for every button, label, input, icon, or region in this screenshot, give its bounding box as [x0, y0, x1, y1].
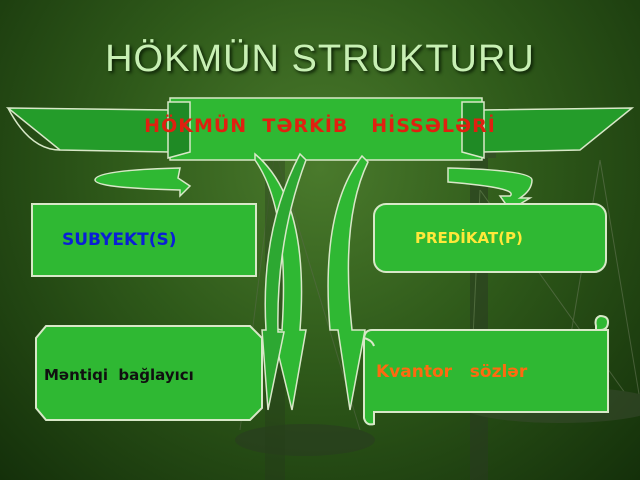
banner-title: HÖKMÜN TƏRKİB HİSSƏLƏRİ [144, 115, 496, 137]
ribbon-banner [5, 97, 635, 161]
quantifier-label: Kvantor sözlər [376, 362, 528, 382]
predicate-label: PREDİKAT(P) [415, 229, 523, 247]
slide-title: HÖKMÜN STRUKTURU [105, 38, 535, 80]
subject-label: SUBYEKT(S) [62, 230, 177, 250]
connective-box [35, 325, 263, 421]
curved-arrows [94, 152, 533, 411]
predicate-box [373, 203, 607, 273]
connective-label: Məntiqi bağlayıcı [44, 366, 194, 384]
quantifier-scroll [363, 314, 610, 426]
subject-box [31, 203, 257, 277]
